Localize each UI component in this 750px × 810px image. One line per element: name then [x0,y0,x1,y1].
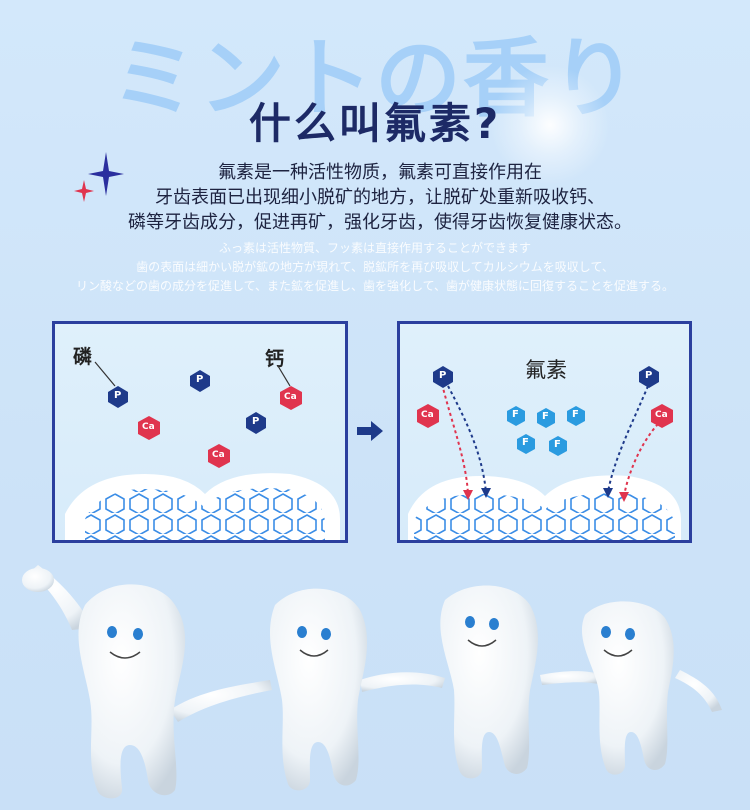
description-japanese: ふっ素は活性物質、フッ素は直接作用することができます 歯の表面は細かい脱が鉱の地… [20,239,730,296]
phosphorus-molecule: P [189,370,211,396]
tooth-hand [22,568,54,592]
tooth-mascot [78,584,186,799]
arrow-right-icon [357,421,383,441]
fluorine-molecule: F [566,406,586,430]
description-line: 磷等牙齿成分，促进再矿，强化牙齿，使得牙齿恢复健康状态。 [128,212,632,233]
fluorine-molecule: F [506,406,526,430]
calcium-molecule: Ca [207,444,231,472]
tooth-mascot [440,585,538,779]
tooth-mascots [22,565,722,799]
phosphorus-molecule: P [107,386,129,412]
tooth-mascot [581,601,674,775]
calcium-molecule: Ca [279,386,303,414]
star-icon [74,180,94,202]
phosphorus-molecule: P [432,366,454,392]
fluorine-molecule: F [536,408,556,432]
description-line: ふっ素は活性物質、フッ素は直接作用することができます [218,241,531,255]
enamel-surface [65,473,340,540]
panel-before: 磷 钙 P P P Ca Ca Ca [52,321,348,543]
fluorine-label: 氟素 [525,358,567,382]
calcium-molecule: Ca [650,404,674,432]
light-glow [490,65,610,185]
calcium-molecule: Ca [137,416,161,444]
enamel-surface [408,383,681,540]
calcium-label: 钙 [265,348,285,370]
phosphorus-molecule: P [245,412,267,438]
fluorine-molecule: F [516,434,536,458]
calcium-molecule: Ca [416,404,440,432]
panel-after: 氟素 P P Ca Ca F F F F F [397,321,692,543]
description-line: 歯の表面は細かい脱が鉱の地方が現れて、脱鉱所を再び吸収してカルシウムを吸収して、 [136,260,614,274]
description-line: 牙齿表面已出现细小脱矿的地方，让脱矿处重新吸收钙、 [155,187,605,208]
page-title: 什么叫氟素? [248,99,502,148]
star-icon [88,152,124,196]
description-line: 氟素是一种活性物质，氟素可直接作用在 [218,162,542,183]
phosphorus-label: 磷 [73,346,93,368]
tooth-mascot [270,588,368,791]
description-chinese: 氟素是一种活性物质，氟素可直接作用在 牙齿表面已出现细小脱矿的地方，让脱矿处重新… [60,160,700,235]
phosphorus-molecule: P [638,366,660,392]
fluorine-molecule: F [548,436,568,460]
description-line: リン酸などの歯の成分を促進して、また鉱を促進し、歯を強化して、歯が健康状態に回復… [75,279,675,293]
label-lines [94,361,291,387]
